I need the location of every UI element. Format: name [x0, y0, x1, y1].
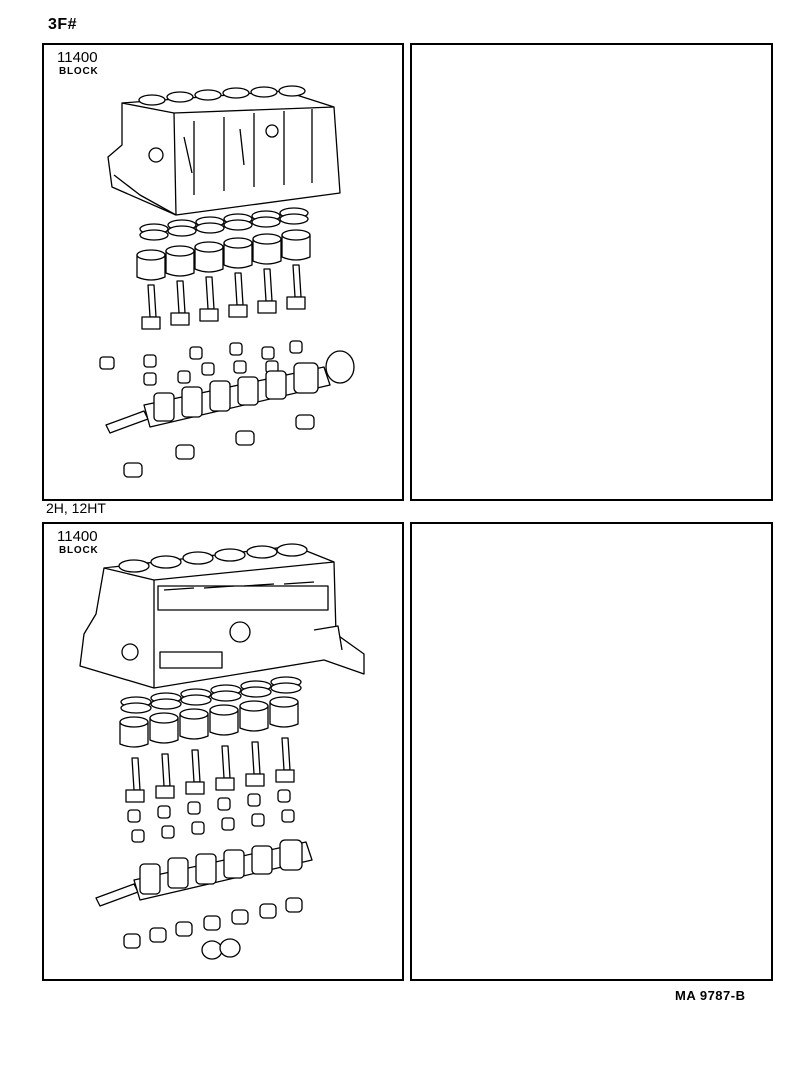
connecting-rods	[141, 264, 306, 330]
main-bearings	[123, 897, 303, 949]
crankshaft	[105, 362, 331, 434]
engine-block-illustration-2h-12ht	[79, 543, 365, 960]
engine-block-illustration-3f	[99, 85, 355, 478]
crankshaft	[95, 839, 313, 907]
thrust-washers	[201, 938, 241, 960]
part-name: BLOCK	[59, 545, 99, 556]
rear-oil-seal	[325, 350, 355, 384]
bearings	[127, 789, 295, 843]
part-number: 11400	[57, 528, 98, 545]
part-name: BLOCK	[59, 66, 99, 77]
pistons	[119, 696, 299, 748]
cylinder-block	[107, 85, 341, 216]
section-label-3f: 3F#	[48, 16, 78, 33]
bearings	[99, 340, 303, 386]
pistons	[136, 229, 311, 281]
engine-block-panel-3f: 11400 BLOCK	[42, 43, 404, 501]
cylinder-block	[79, 543, 365, 689]
engine-block-panel-2h-12ht: 11400 BLOCK	[42, 522, 404, 981]
piston-rings	[120, 676, 302, 714]
connecting-rods	[125, 737, 295, 803]
empty-panel-top-right	[410, 43, 773, 501]
empty-panel-bottom-right	[410, 522, 773, 981]
main-bearings	[123, 414, 315, 478]
part-number: 11400	[57, 49, 98, 66]
piston-rings	[139, 207, 309, 241]
section-label-2h-12ht: 2H, 12HT	[46, 500, 106, 516]
document-reference: MA 9787-B	[675, 988, 746, 1003]
